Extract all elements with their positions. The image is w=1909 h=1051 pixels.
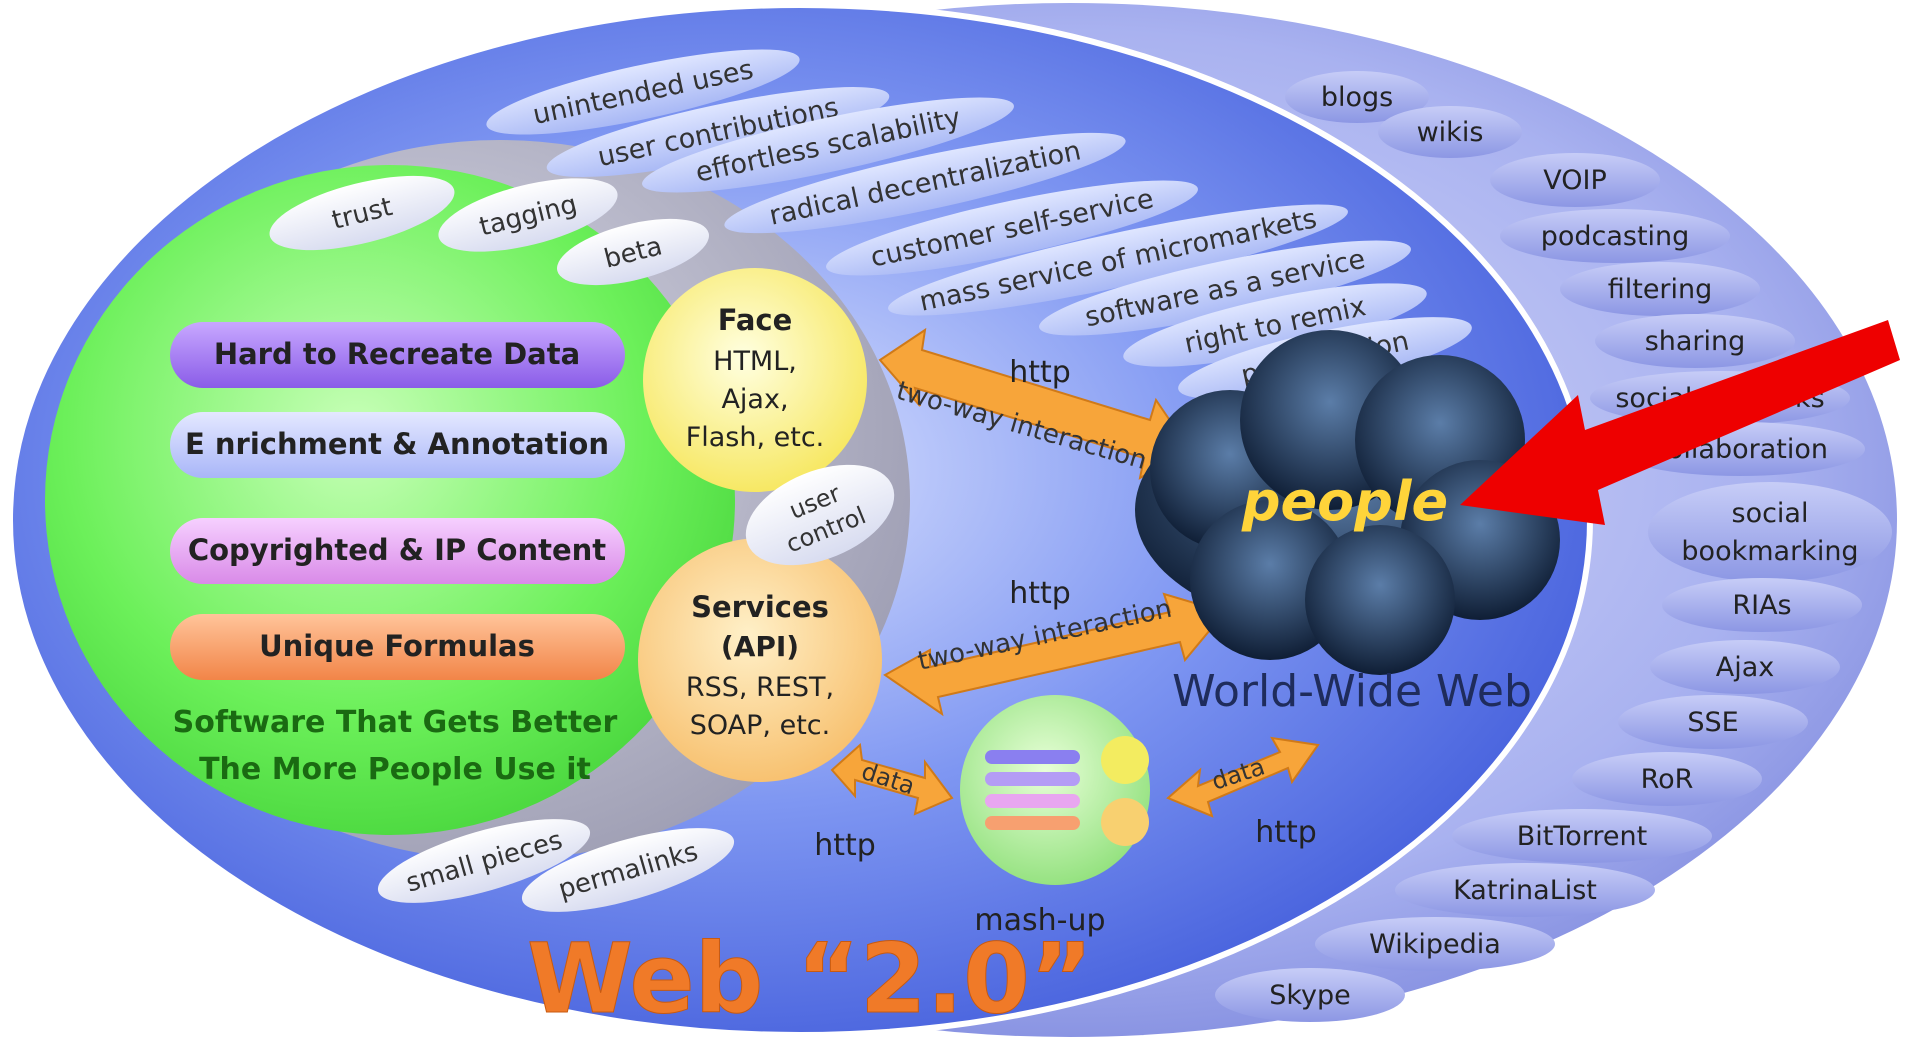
mashup-label: mash-up [974, 903, 1105, 938]
core-item-label: Hard to Recreate Data [214, 337, 580, 371]
tech-wikis: wikis [1378, 106, 1522, 158]
tag-tagging: tagging [438, 178, 618, 252]
world-wide-web-label: World-Wide Web [1172, 666, 1532, 717]
tech-social-bookmarking: social bookmarking [1648, 482, 1892, 582]
tech-label: KatrinaList [1453, 875, 1597, 906]
face-line: Ajax, [721, 384, 788, 415]
tech-label: sharing [1645, 326, 1746, 357]
tag-trust: trust [269, 175, 455, 251]
tech-label: RIAs [1732, 590, 1791, 621]
tech-podcasting: podcasting [1500, 209, 1730, 263]
core-item-label: E nrichment & Annotation [185, 427, 609, 461]
tech-label: social [1732, 498, 1809, 529]
tech-label: wikis [1417, 117, 1484, 148]
core-item-label: Copyrighted & IP Content [188, 533, 606, 567]
http-label-bottom-left: http [814, 828, 876, 863]
tech-rias: RIAs [1662, 578, 1862, 632]
http-label-bottom-right: http [1255, 815, 1317, 850]
core-item-unique-formulas: Unique Formulas [170, 614, 625, 680]
core-item-enrichment: E nrichment & Annotation [170, 412, 625, 478]
tech-label: BitTorrent [1517, 821, 1647, 852]
services-line: RSS, REST, [686, 672, 834, 703]
tech-label: RoR [1641, 764, 1694, 795]
services-circle: Services (API) RSS, REST, SOAP, etc. [638, 538, 882, 782]
tech-bittorrent: BitTorrent [1452, 809, 1712, 863]
people-label: people [1241, 470, 1448, 533]
tech-filtering: filtering [1560, 262, 1760, 316]
tech-label: Wikipedia [1369, 929, 1501, 960]
tech-sharing: sharing [1595, 314, 1795, 368]
tech-sse: SSE [1618, 695, 1808, 749]
tech-label: bookmarking [1681, 536, 1858, 567]
face-line: Flash, etc. [686, 422, 825, 453]
core-item-label: Unique Formulas [259, 629, 535, 663]
face-line: HTML, [713, 346, 797, 377]
mashup-icon [960, 695, 1150, 885]
core-item-hard-to-recreate: Hard to Recreate Data [170, 322, 625, 388]
tech-label: SSE [1687, 707, 1738, 738]
tech-ajax: Ajax [1650, 640, 1840, 694]
tagline-line-2: The More People Use it [199, 752, 591, 787]
tech-katrinalist: KatrinaList [1395, 863, 1655, 917]
tech-label: VOIP [1543, 165, 1607, 196]
tech-label: blogs [1321, 82, 1393, 113]
services-line: SOAP, etc. [690, 710, 830, 741]
tech-label: podcasting [1541, 221, 1690, 252]
face-circle: Face HTML, Ajax, Flash, etc. [643, 268, 867, 492]
face-title: Face [718, 303, 793, 337]
tech-wikipedia: Wikipedia [1315, 917, 1555, 971]
tech-voip: VOIP [1490, 153, 1660, 207]
tech-blogs: blogs [1285, 71, 1429, 123]
http-label-top: http [1009, 355, 1071, 390]
core-item-copyrighted: Copyrighted & IP Content [170, 518, 625, 584]
tech-ror: RoR [1572, 752, 1762, 806]
tech-label: filtering [1608, 274, 1713, 305]
tagline-line-1: Software That Gets Better [173, 705, 618, 740]
web20-title: Web “2.0” [527, 923, 1093, 1035]
http-label-middle: http [1009, 576, 1071, 611]
tech-label: Ajax [1716, 652, 1775, 683]
tag-beta: beta [557, 218, 709, 286]
tech-skype: Skype [1215, 968, 1405, 1022]
services-title: Services [691, 590, 829, 624]
tech-label: Skype [1269, 980, 1351, 1011]
services-line: (API) [721, 630, 799, 663]
red-pointer-arrow-icon [1460, 320, 1900, 525]
